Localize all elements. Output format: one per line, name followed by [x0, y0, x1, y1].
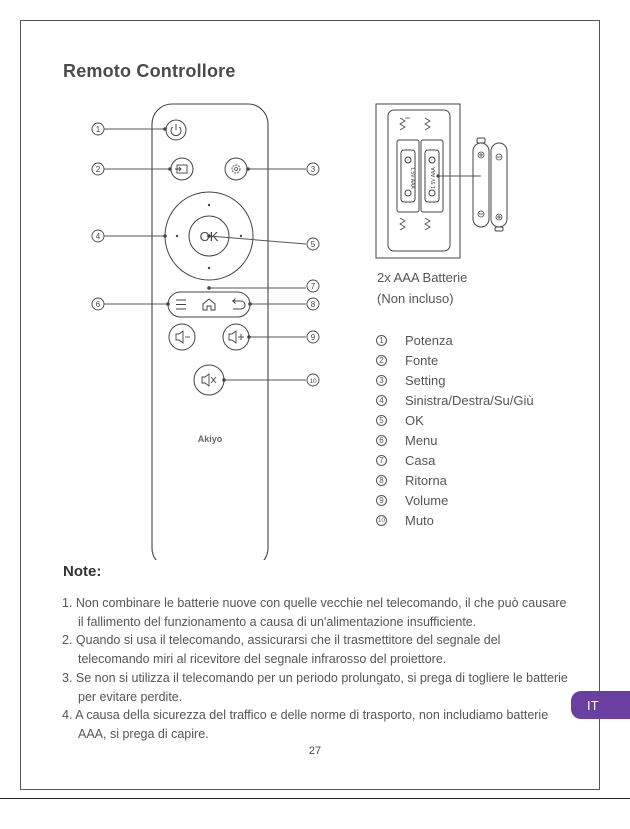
callout-10: 10 — [306, 373, 320, 387]
battery-label-1: 1.5V AAA — [409, 167, 415, 189]
legend-number: 6 — [376, 434, 387, 446]
svg-text:3: 3 — [311, 165, 316, 174]
legend-label: Volume — [405, 492, 449, 508]
callout-8: 8 — [306, 297, 320, 311]
legend-number: 3 — [376, 374, 387, 386]
legend-item: 7 Casa — [376, 450, 534, 470]
menu-home-back-pill — [167, 291, 251, 318]
battery-compartment — [375, 103, 461, 259]
page-number: 27 — [308, 745, 322, 757]
legend-item: 6 Menu — [376, 430, 534, 450]
legend-item: 10 Muto — [376, 510, 534, 530]
settings-button — [224, 157, 248, 181]
battery-caption-line2: (Non incluso) — [377, 291, 454, 306]
page-title: Remoto Controllore — [63, 61, 236, 81]
legend-item: 5 OK — [376, 410, 534, 430]
svg-text:8: 8 — [311, 300, 316, 309]
svg-text:9: 9 — [311, 333, 316, 342]
callout-3: 3 — [306, 162, 320, 176]
legend-label: Fonte — [405, 352, 439, 368]
legend-number: 1 — [376, 334, 387, 346]
legend-item: 4 Sinistra/Destra/Su/Giù — [376, 390, 534, 410]
callout-1: 1 — [91, 122, 105, 136]
remote-body — [151, 103, 269, 560]
legend-label: Sinistra/Destra/Su/Giù — [405, 392, 534, 408]
callout-6: 6 — [91, 297, 105, 311]
bottom-rule — [0, 798, 630, 799]
svg-text:10: 10 — [309, 378, 317, 385]
aaa-batteries — [472, 137, 508, 232]
legend-label: Muto — [405, 512, 434, 528]
legend-label: Casa — [405, 452, 436, 468]
notes-title: Note: — [63, 563, 102, 580]
battery-label-2: 1.5V AAA — [431, 167, 437, 189]
legend-item: 2 Fonte — [376, 350, 534, 370]
callout-7: 7 — [306, 279, 320, 293]
svg-text:7: 7 — [311, 282, 316, 291]
legend-item: 1 Potenza — [376, 330, 534, 350]
menu-icon — [176, 299, 186, 310]
legend-item: 3 Setting — [376, 370, 534, 390]
legend-number: 8 — [376, 474, 387, 486]
remote-illustration: OK Akiyo — [91, 103, 508, 560]
legend-number: 9 — [376, 494, 387, 506]
svg-text:4: 4 — [96, 232, 101, 241]
legend-label: Potenza — [405, 332, 453, 348]
callout-4: 4 — [91, 229, 105, 243]
mute-button — [193, 364, 225, 396]
legend-label: Ritorna — [405, 472, 447, 488]
volume-down-button — [168, 323, 196, 351]
legend-number: 7 — [376, 454, 387, 466]
brand-logo: Akiyo — [198, 434, 223, 444]
power-button — [165, 119, 187, 141]
battery-caption: 2x AAA Batterie (Non incluso) — [377, 267, 467, 309]
svg-text:6: 6 — [96, 300, 101, 309]
page-frame — [20, 20, 600, 790]
home-icon — [202, 298, 216, 311]
callout-dots — [163, 127, 252, 382]
note-item: 1. Non combinare le batterie nuove con q… — [62, 596, 567, 629]
callout-2: 2 — [91, 162, 105, 176]
callout-5: 5 — [306, 237, 320, 251]
volume-up-button — [222, 323, 250, 351]
legend-number: 5 — [376, 414, 387, 426]
note-item: 4. A causa della sicurezza del traffico … — [62, 708, 549, 741]
legend-item: 9 Volume — [376, 490, 534, 510]
legend-number: 10 — [376, 514, 387, 526]
legend-label: Menu — [405, 432, 438, 448]
button-legend: 1 Potenza 2 Fonte 3 Setting 4 Sinistra/Destr… — [376, 330, 534, 530]
language-tab: IT — [571, 691, 630, 719]
legend-item: 8 Ritorna — [376, 470, 534, 490]
legend-label: OK — [405, 412, 424, 428]
battery-caption-line1: 2x AAA Batterie — [377, 270, 468, 285]
legend-label: Setting — [405, 372, 446, 388]
callout-numbers: 1 2 3 4 5 7 6 8 9 10 — [91, 122, 320, 387]
battery-callout-dot — [436, 174, 440, 178]
note-item: 2. Quando si usa il telecomando, assicur… — [62, 633, 501, 667]
svg-text:2: 2 — [96, 165, 101, 174]
back-icon — [232, 298, 246, 310]
svg-text:5: 5 — [311, 240, 316, 249]
note-item: 3. Se non si utilizza il telecomando per… — [62, 670, 568, 704]
source-button — [170, 157, 194, 181]
callout-9: 9 — [306, 330, 320, 344]
legend-number: 2 — [376, 354, 387, 366]
legend-number: 4 — [376, 394, 387, 406]
svg-text:1: 1 — [96, 125, 101, 134]
notes-list: 1. Non combinare le batterie nuove con q… — [62, 594, 572, 744]
callout-lines — [104, 128, 307, 381]
